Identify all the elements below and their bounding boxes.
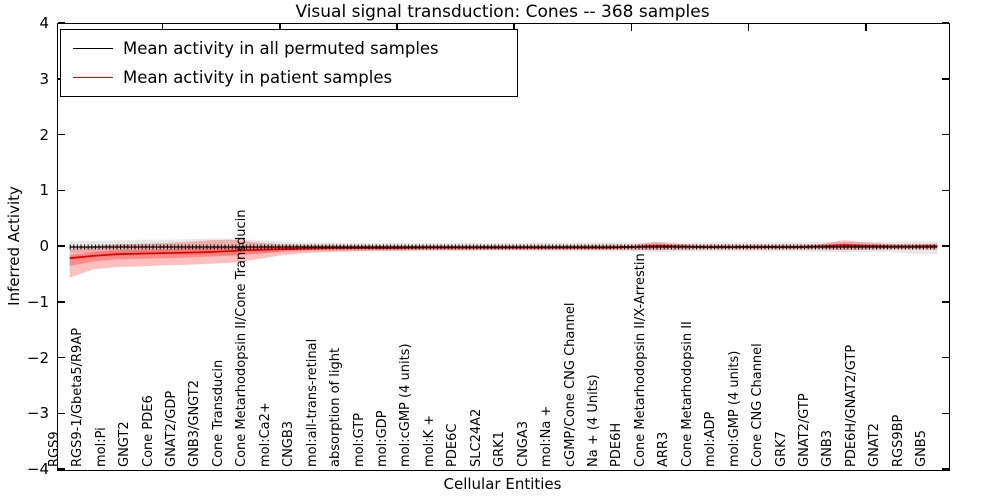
y-tick-label: 2 — [39, 125, 49, 144]
x-category-label: PDE6H/GNAT2/GTP — [843, 344, 859, 467]
x-category-label: Cone PDE6 — [140, 395, 156, 467]
y-tick-left — [58, 301, 65, 303]
permuted-line-swatch — [73, 47, 113, 49]
legend-label-permuted: Mean activity in all permuted samples — [123, 38, 439, 58]
x-category-label: PDE6C — [445, 423, 461, 467]
legend-item-patient: Mean activity in patient samples — [61, 63, 517, 91]
x-category-label: absorption of light — [328, 347, 344, 467]
plot-area — [57, 23, 950, 471]
legend-box: Mean activity in all permuted samples Me… — [60, 29, 518, 97]
x-category-label: GNAT2/GTP — [797, 393, 813, 467]
y-tick-left — [58, 189, 65, 191]
y-tick-label: −4 — [26, 460, 49, 478]
y-tick-left — [58, 412, 65, 414]
x-category-label: RGS9 — [46, 431, 62, 467]
x-tick-top — [747, 24, 750, 31]
y-tick-left — [58, 245, 65, 247]
x-category-label: mol:cGMP (4 units) — [398, 343, 414, 467]
x-category-label: GNGT2 — [117, 421, 133, 467]
y-tick-label: 1 — [39, 181, 49, 200]
y-tick-right — [942, 189, 949, 191]
x-category-label: mol:K + — [421, 414, 437, 467]
x-category-label: Na + (4 Units) — [586, 374, 601, 467]
x-category-label: mol:GTP — [351, 413, 367, 467]
x-category-label: RGS9BP — [890, 414, 906, 467]
y-tick-label: −1 — [26, 292, 49, 311]
x-category-label: Cone Metarhodopsin II/X-Arrestin — [632, 253, 648, 467]
y-tick-right — [942, 412, 949, 414]
x-tick-top — [513, 24, 515, 31]
y-tick-left — [58, 356, 65, 359]
y-tick-label: 4 — [39, 14, 49, 32]
x-category-label: mol:GMP (4 units) — [726, 350, 742, 467]
x-category-label: cGMP/Cone CNG Channel — [562, 302, 578, 467]
x-category-label: Cone Metarhodopsin II — [679, 321, 695, 467]
chart-plot-svg — [69, 238, 938, 278]
x-category-label: Cone CNG Channel — [750, 343, 766, 467]
x-category-label: GRK7 — [773, 431, 789, 467]
x-category-label: mol:ADP — [703, 411, 719, 467]
x-tick-top — [630, 24, 633, 31]
x-category-label: GNB3/GNGT2 — [187, 380, 203, 467]
x-category-label: Cone Transducin — [210, 359, 226, 467]
y-tick-left — [58, 468, 65, 470]
y-tick-label: 0 — [39, 237, 49, 255]
legend-label-patient: Mean activity in patient samples — [123, 67, 393, 87]
x-tick-top — [396, 24, 398, 31]
y-tick-left — [58, 133, 65, 136]
x-category-label: mol:Ca2+ — [257, 402, 273, 467]
y-tick-left — [58, 22, 65, 24]
y-tick-right — [942, 301, 949, 303]
x-tick-top — [161, 24, 164, 31]
x-category-label: mol:Na + — [539, 405, 555, 467]
x-category-label: PDE6H — [609, 422, 625, 467]
y-tick-right — [942, 245, 949, 247]
legend-item-permuted: Mean activity in all permuted samples — [61, 34, 517, 62]
patient-line-swatch — [73, 76, 113, 78]
chart-title: Visual signal transduction: Cones -- 368… — [295, 2, 710, 22]
x-category-label: GRK1 — [492, 431, 508, 467]
y-tick-right — [942, 133, 949, 136]
x-category-label: GNB5 — [914, 430, 930, 467]
x-category-label: GNAT2/GDP — [163, 390, 179, 467]
x-category-label: GNAT2 — [867, 423, 883, 467]
y-tick-label: 3 — [39, 69, 49, 88]
y-tick-label: −2 — [26, 348, 49, 367]
x-axis-label: Cellular Entities — [443, 475, 562, 493]
x-tick-top — [865, 24, 867, 31]
x-tick-top — [279, 24, 281, 31]
y-tick-right — [942, 468, 949, 470]
x-category-label: mol:GDP — [374, 410, 390, 467]
x-category-label: RGS9-1/Gbeta5/R9AP — [70, 327, 86, 467]
y-tick-right — [942, 22, 949, 24]
x-category-label: GNB3 — [820, 430, 836, 467]
x-category-label: CNGB3 — [281, 420, 297, 467]
x-category-label: SLC24A2 — [468, 408, 484, 467]
x-category-label: CNGA3 — [515, 420, 531, 467]
x-category-label: mol:Pi — [93, 427, 109, 467]
x-category-label: ARR3 — [656, 431, 672, 467]
y-tick-right — [942, 78, 949, 80]
x-category-label: Cone Metarhodopsin II/Cone Transducin — [234, 209, 250, 468]
y-tick-label: −3 — [26, 404, 49, 423]
y-tick-right — [942, 356, 949, 359]
x-category-label: mol:all-trans-retinal — [304, 338, 320, 467]
